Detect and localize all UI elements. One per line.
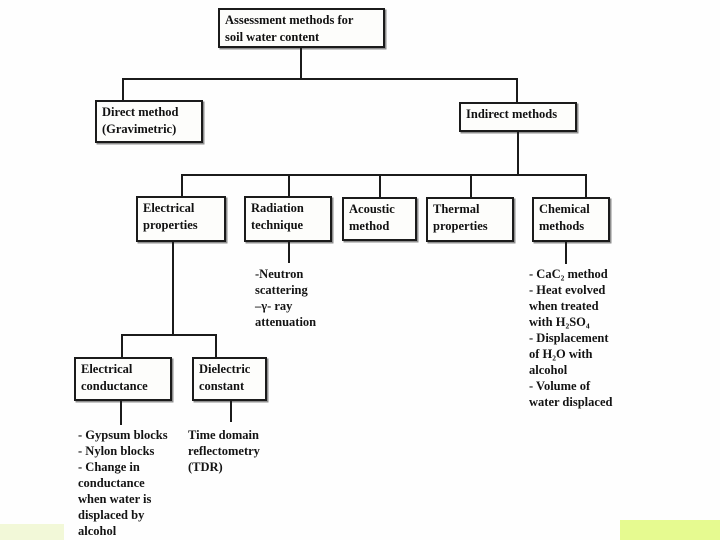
- node-assessment-methods: Assessment methods for soil water conten…: [218, 8, 385, 48]
- connector-indirect-down: [517, 132, 519, 176]
- connector-chemical-notes-stub: [565, 242, 567, 264]
- connector-to-direct: [122, 78, 124, 102]
- connector-to-indirect: [516, 78, 518, 104]
- node-dielectric-constant: Dielectric constant: [192, 357, 267, 401]
- connector-to-acoustic: [379, 174, 381, 199]
- accent-bar-bottom-left: [0, 524, 64, 540]
- connector-to-thermal: [470, 174, 472, 199]
- node-acoustic-method: Acoustic method: [342, 197, 417, 241]
- connector-level1-horizontal: [122, 78, 518, 80]
- node-chemical-methods: Chemical methods: [532, 197, 610, 242]
- connector-to-conductance: [121, 334, 123, 359]
- accent-bar-bottom-right: [620, 520, 720, 540]
- connector-conductance-notes-stub: [120, 401, 122, 425]
- connector-electrical-down: [172, 242, 174, 336]
- connector-to-dielectric: [215, 334, 217, 359]
- node-radiation-technique: Radiation technique: [244, 196, 332, 242]
- node-indirect-methods: Indirect methods: [459, 102, 577, 132]
- connector-dielectric-notes-stub: [230, 401, 232, 422]
- connector-level3-horizontal: [121, 334, 217, 336]
- connector-root-down: [300, 48, 302, 80]
- connector-to-chemical: [585, 174, 587, 199]
- connector-to-radiation: [288, 174, 290, 198]
- node-electrical-conductance: Electrical conductance: [74, 357, 172, 401]
- note-conductance-details: - Gypsum blocks - Nylon blocks - Change …: [78, 428, 168, 538]
- note-chemical-details: - CaC₂ method - Heat evolved when treate…: [529, 267, 613, 409]
- node-direct-method: Direct method (Gravimetric): [95, 100, 203, 143]
- node-electrical-properties: Electrical properties: [136, 196, 226, 242]
- connector-level2-horizontal: [181, 174, 587, 176]
- note-radiation-details: -Neutron scattering –γ- ray attenuation: [255, 267, 317, 329]
- connector-to-electrical: [181, 174, 183, 198]
- connector-radiation-notes-stub: [288, 242, 290, 263]
- note-dielectric-details: Time domain reflectometry (TDR): [188, 428, 260, 474]
- node-thermal-properties: Thermal properties: [426, 197, 514, 242]
